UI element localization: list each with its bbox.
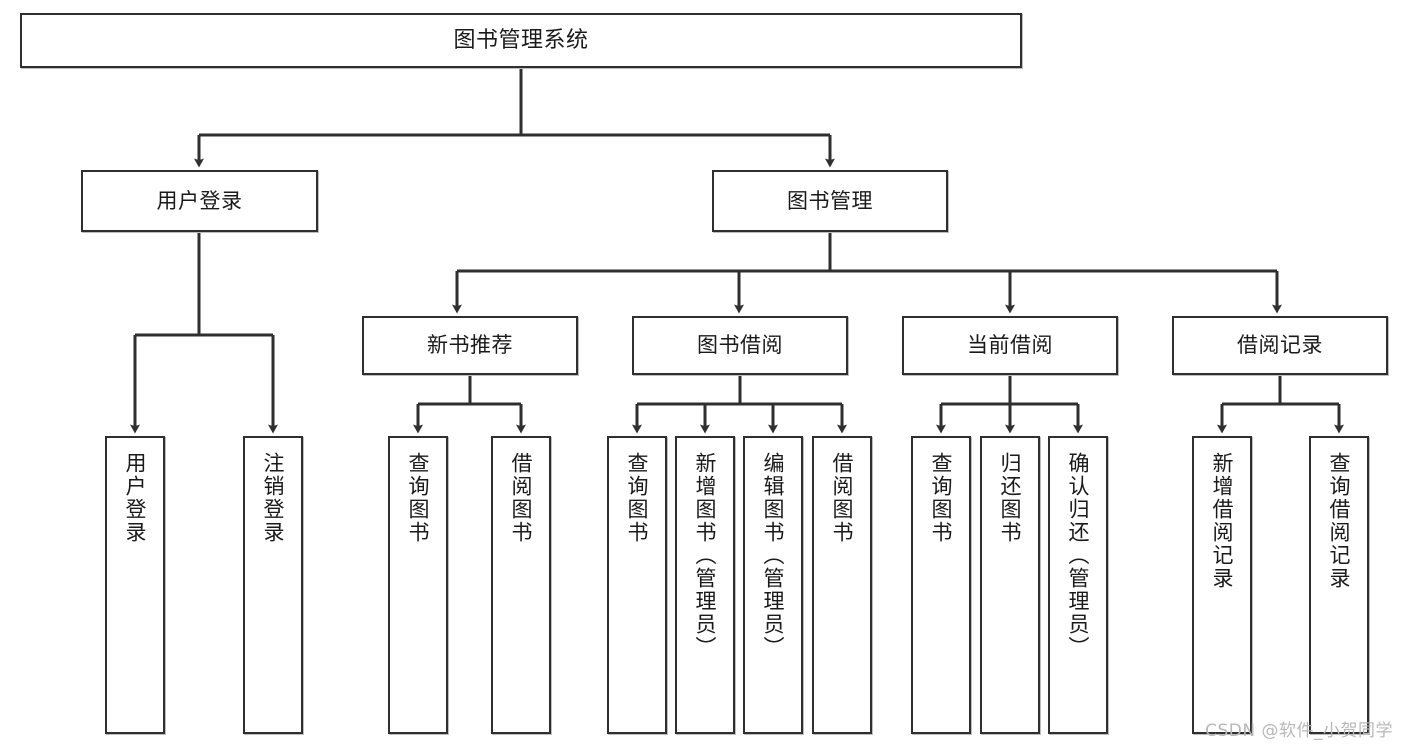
node-leaf-borrow-book-1-label: 借阅图书 — [509, 452, 534, 544]
node-book-borrow[interactable]: 图书借阅 — [632, 316, 848, 375]
node-root[interactable]: 图书管理系统 — [20, 13, 1022, 68]
node-leaf-query-book-2-label: 查询图书 — [625, 452, 650, 544]
node-leaf-user-login[interactable]: 用户登录 — [105, 436, 165, 734]
node-leaf-logout-login[interactable]: 注销登录 — [243, 436, 303, 734]
node-leaf-query-book-1-label: 查询图书 — [406, 452, 431, 544]
node-current-borrow-label: 当前借阅 — [967, 333, 1053, 358]
node-leaf-add-record[interactable]: 新增借阅记录 — [1192, 436, 1252, 734]
node-leaf-edit-book-label: 编辑图书（管理员） — [761, 452, 786, 659]
node-user-login[interactable]: 用户登录 — [81, 170, 318, 232]
node-borrow-record[interactable]: 借阅记录 — [1172, 316, 1388, 375]
node-leaf-return-book[interactable]: 归还图书 — [980, 436, 1040, 734]
node-leaf-borrow-book-1[interactable]: 借阅图书 — [491, 436, 551, 734]
node-leaf-user-login-label: 用户登录 — [123, 452, 148, 544]
node-leaf-confirm-return[interactable]: 确认归还（管理员） — [1048, 436, 1108, 734]
node-leaf-query-book-1[interactable]: 查询图书 — [388, 436, 448, 734]
node-leaf-add-record-label: 新增借阅记录 — [1210, 452, 1235, 590]
node-leaf-query-book-3[interactable]: 查询图书 — [911, 436, 971, 734]
node-user-login-label: 用户登录 — [156, 188, 243, 213]
node-leaf-query-record-label: 查询借阅记录 — [1327, 452, 1352, 590]
node-leaf-query-record[interactable]: 查询借阅记录 — [1309, 436, 1369, 734]
node-book-manage-label: 图书管理 — [787, 188, 873, 213]
node-leaf-logout-login-label: 注销登录 — [261, 452, 286, 544]
node-leaf-edit-book[interactable]: 编辑图书（管理员） — [743, 436, 803, 734]
node-root-label: 图书管理系统 — [453, 27, 589, 53]
node-leaf-query-book-3-label: 查询图书 — [929, 452, 954, 544]
node-leaf-confirm-return-label: 确认归还（管理员） — [1066, 452, 1091, 659]
node-leaf-query-book-2[interactable]: 查询图书 — [607, 436, 667, 734]
node-current-borrow[interactable]: 当前借阅 — [902, 316, 1118, 375]
node-book-manage[interactable]: 图书管理 — [712, 170, 948, 232]
node-leaf-borrow-book-2[interactable]: 借阅图书 — [812, 436, 872, 734]
node-new-book-recommend[interactable]: 新书推荐 — [362, 316, 578, 375]
node-leaf-add-book-label: 新增图书（管理员） — [693, 452, 718, 659]
node-leaf-borrow-book-2-label: 借阅图书 — [830, 452, 855, 544]
node-leaf-add-book[interactable]: 新增图书（管理员） — [675, 436, 735, 734]
node-new-book-recommend-label: 新书推荐 — [427, 333, 513, 358]
node-book-borrow-label: 图书借阅 — [697, 333, 783, 358]
node-borrow-record-label: 借阅记录 — [1237, 333, 1323, 358]
node-leaf-return-book-label: 归还图书 — [998, 452, 1023, 544]
